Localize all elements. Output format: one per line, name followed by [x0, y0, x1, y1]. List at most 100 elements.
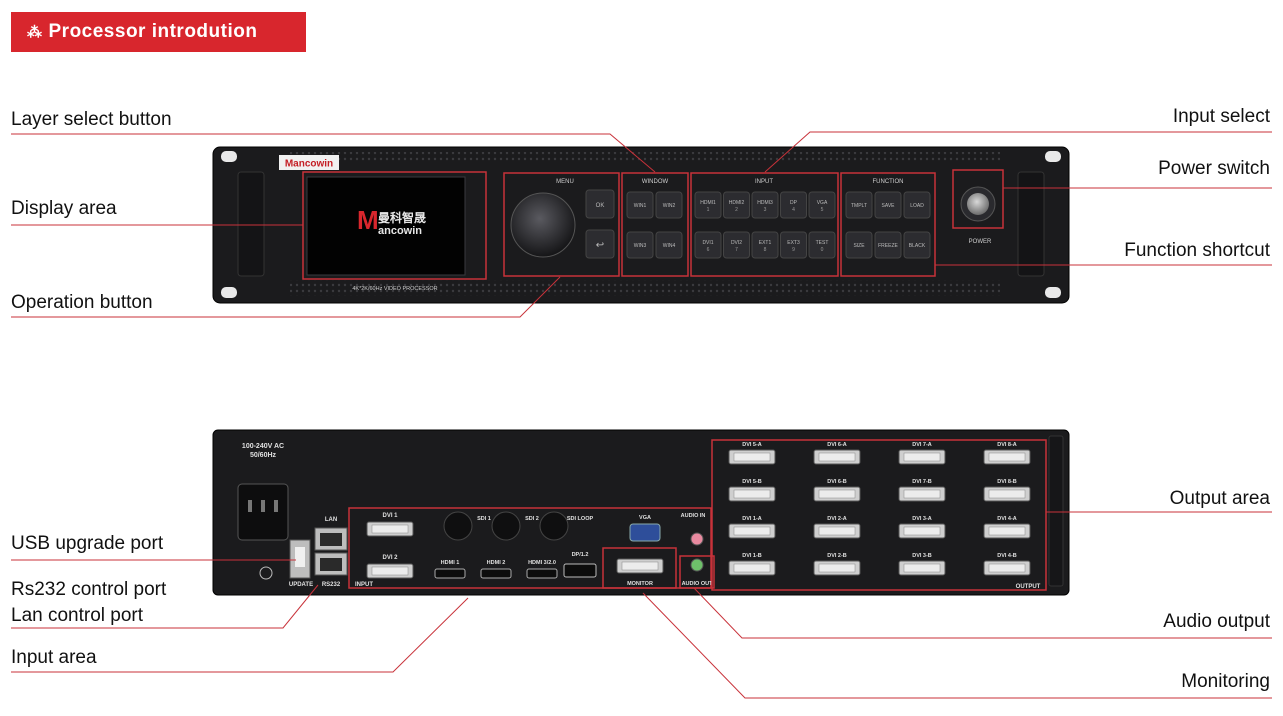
output-port-label: DVI 8-B	[997, 479, 1017, 485]
audio-in-port[interactable]	[690, 532, 704, 546]
input-title: INPUT	[755, 179, 773, 185]
output-port-dvi-6-b-socket	[818, 489, 856, 499]
output-port-label: DVI 7-A	[912, 442, 932, 448]
label-rs232: Rs232 control port	[11, 579, 167, 600]
output-port-label: DVI 7-B	[912, 479, 932, 485]
sdi-port-1[interactable]	[443, 511, 473, 541]
callout-line-layer-select	[11, 133, 656, 173]
monitor-label: MONITOR	[627, 581, 653, 587]
sdi-port-3[interactable]	[539, 511, 569, 541]
window-button-3[interactable]	[626, 231, 654, 259]
monitor-port-socket	[621, 561, 659, 571]
ok-button[interactable]	[585, 189, 615, 219]
audio-out-label: AUDIO OUT	[682, 581, 714, 587]
output-port-dvi-8-b-socket	[988, 489, 1026, 499]
window-button-4-label: WIN4	[663, 243, 676, 249]
screen-logo-cn: 曼科智晟	[378, 210, 426, 225]
input-button-hdmi1[interactable]	[694, 191, 722, 219]
audio-out-frame	[679, 555, 715, 589]
section-header: ⁂ Processor introdution	[11, 12, 306, 52]
input-button-dp-num: 4	[792, 207, 795, 213]
input-button-hdmi2-label: HDMI2	[729, 200, 745, 206]
rear-side-bracket	[1048, 435, 1064, 587]
function-button-save[interactable]	[874, 191, 902, 219]
input-button-ext3[interactable]	[780, 231, 807, 259]
function-button-black[interactable]	[903, 231, 931, 259]
function-button-size[interactable]	[845, 231, 873, 259]
dvi-input-label: DVI 2	[382, 555, 398, 561]
input-button-hdmi2[interactable]	[723, 191, 750, 219]
input-button-dvi2-num: 7	[735, 247, 738, 253]
hdmi-port-1[interactable]	[434, 568, 466, 579]
input-button-ext3-num: 9	[792, 247, 795, 253]
lan-socket	[320, 533, 342, 546]
output-port-label: DVI 2-A	[827, 516, 847, 522]
rack-hole	[1045, 151, 1061, 162]
function-button-load[interactable]	[903, 191, 931, 219]
input-button-test[interactable]	[808, 231, 836, 259]
brand-plate	[279, 155, 339, 170]
input-button-dvi2[interactable]	[723, 231, 750, 259]
output-port-label: DVI 4-A	[997, 516, 1017, 522]
screen-logo-mark: M	[357, 205, 379, 235]
input-buttons: HDMI11HDMI22HDMI33DP4VGA5DVI16DVI27EXT18…	[694, 191, 836, 259]
output-port-label: DVI 6-A	[827, 442, 847, 448]
input-button-hdmi3-label: HDMI3	[757, 200, 773, 206]
window-button-1[interactable]	[626, 191, 654, 219]
hdmi-label: HDMI 3/2.0	[528, 560, 556, 566]
front-callouts	[11, 131, 1272, 318]
power-label: POWER	[969, 239, 992, 245]
back-button[interactable]	[585, 229, 615, 259]
input-area-frame	[348, 507, 712, 589]
output-port-label: DVI 1-B	[742, 553, 762, 559]
menu-knob[interactable]	[510, 192, 576, 258]
power-pin	[261, 500, 265, 512]
output-port-dvi-3-a-socket	[903, 526, 941, 536]
display-screen	[306, 176, 466, 276]
function-button-tmplt[interactable]	[845, 191, 873, 219]
input-button-test-num: 0	[821, 247, 824, 253]
input-button-ext1[interactable]	[751, 231, 779, 259]
output-port-dvi-6-a-socket	[818, 452, 856, 462]
dvi-input-2-socket	[371, 566, 409, 576]
sdi-label: SDI 1	[477, 516, 491, 522]
input-button-hdmi3[interactable]	[751, 191, 779, 219]
rack-handle-left	[237, 171, 265, 277]
input-button-dp[interactable]	[780, 191, 807, 219]
function-button-freeze[interactable]	[874, 231, 902, 259]
hdmi-port-3[interactable]	[526, 568, 558, 579]
input-button-dvi2-label: DVI2	[731, 240, 742, 246]
input-button-vga[interactable]	[808, 191, 836, 219]
hdmi-port-2[interactable]	[480, 568, 512, 579]
label-display-area: Display area	[11, 198, 117, 219]
rear-callouts	[11, 511, 1272, 699]
callout-line-input-area	[11, 597, 469, 673]
label-output-area: Output area	[1169, 488, 1270, 509]
audio-out-port[interactable]	[690, 558, 704, 572]
callout-line-input-select	[764, 131, 1272, 173]
output-port-dvi-1-a-socket	[733, 526, 771, 536]
label-operation-button: Operation button	[11, 292, 153, 313]
output-port-dvi-2-a-socket	[818, 526, 856, 536]
rack-hole	[221, 287, 237, 298]
sdi-port-2[interactable]	[491, 511, 521, 541]
label-input-select: Input select	[1172, 106, 1270, 127]
function-button-save-label: SAVE	[882, 203, 896, 209]
vga-port[interactable]	[629, 523, 661, 542]
window-button-1-label: WIN1	[634, 203, 647, 209]
output-port-dvi-5-a-socket	[733, 452, 771, 462]
output-port-label: DVI 5-A	[742, 442, 762, 448]
dvi-input-label: DVI 1	[382, 513, 398, 519]
output-port-dvi-1-b-socket	[733, 563, 771, 573]
window-button-3-label: WIN3	[634, 243, 647, 249]
rack-hole	[221, 151, 237, 162]
input-button-vga-label: VGA	[817, 200, 828, 206]
window-button-4[interactable]	[655, 231, 683, 259]
dp-port[interactable]	[563, 563, 597, 578]
output-port-label: DVI 4-B	[997, 553, 1017, 559]
input-button-dvi1[interactable]	[694, 231, 722, 259]
window-button-2[interactable]	[655, 191, 683, 219]
